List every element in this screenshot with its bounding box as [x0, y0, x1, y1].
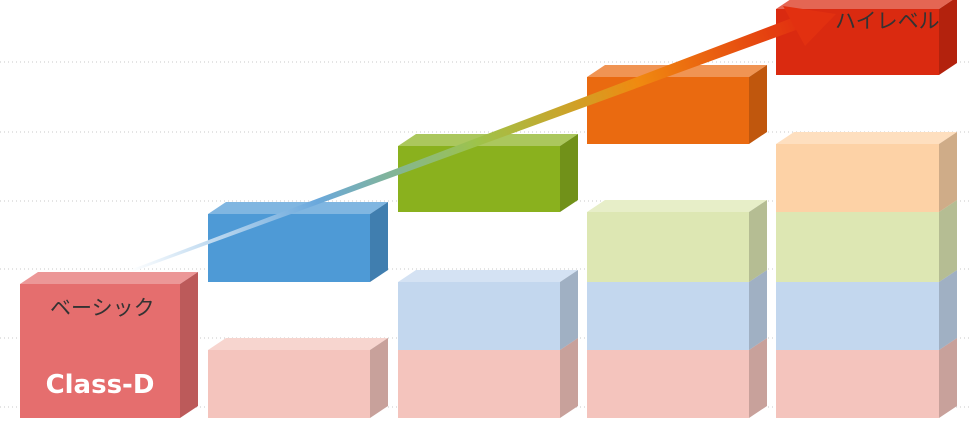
class-c-block-front-face	[208, 214, 370, 282]
class-c-tier-block-top-face	[208, 338, 388, 350]
class-b-tier-block-side-face	[560, 270, 578, 350]
high-level-label: ハイレベル	[835, 9, 940, 33]
growth-arrow-head	[783, 6, 836, 46]
growth-arrow-shaft	[130, 18, 796, 272]
class-c-block-side-face	[370, 202, 388, 282]
block-stacks	[20, 0, 957, 418]
class-s-tier-block	[776, 200, 957, 282]
class-s-tier-block-side-face	[939, 338, 957, 418]
class-c-tier-block-front-face	[208, 350, 370, 418]
class-s-tier-block-side-face	[939, 132, 957, 212]
class-c-tier-block-side-face	[370, 338, 388, 418]
class-s-tier-block-side-face	[939, 270, 957, 350]
class-a-tier-block-front-face	[587, 282, 749, 350]
class-s-tier-block-front-face	[776, 212, 939, 282]
class-b-label: Class-B	[425, 233, 533, 263]
class-d-block-top-face	[20, 272, 198, 284]
class-b-tier-block-front-face	[398, 282, 560, 350]
class-d-block	[20, 272, 198, 418]
class-a-tier-block	[587, 200, 767, 282]
class-a-tier-block-side-face	[749, 200, 767, 282]
class-a-block	[587, 65, 767, 144]
growth-arrow	[130, 6, 836, 272]
class-s-tier-block-front-face	[776, 282, 939, 350]
class-a-tier-block-front-face	[587, 350, 749, 418]
class-a-tier-block-top-face	[587, 200, 767, 212]
class-a-tier-block-front-face	[587, 212, 749, 282]
class-b-block-side-face	[560, 134, 578, 212]
class-s-tier-block-side-face	[939, 200, 957, 282]
class-b-tier-block	[398, 270, 578, 350]
class-a-tier-block-side-face	[749, 338, 767, 418]
class-s-tier-block	[776, 132, 957, 212]
class-s-block-side-face	[939, 0, 957, 75]
class-b-tier-block-front-face	[398, 350, 560, 418]
class-b-tier-block-side-face	[560, 338, 578, 418]
class-d-label: Class-D	[45, 370, 155, 400]
class-a-label: Class-A	[614, 165, 722, 195]
class-a-tier-block-side-face	[749, 270, 767, 350]
basic-label: ベーシック	[50, 296, 155, 320]
class-c-block	[208, 202, 388, 282]
class-d-block-front-face	[20, 284, 180, 418]
class-s-tier-block-front-face	[776, 350, 939, 418]
class-a-block-side-face	[749, 65, 767, 144]
class-s-block-top-face	[776, 0, 953, 9]
class-s-tier-block-top-face	[776, 132, 957, 144]
class-b-block	[398, 134, 578, 212]
class-b-block-front-face	[398, 146, 560, 212]
class-s-label: Class-S	[804, 95, 911, 125]
class-c-label: Class-C	[235, 303, 343, 333]
class-c-tier-block	[208, 338, 388, 418]
class-d-block-side-face	[180, 272, 198, 418]
class-s-tier-block-front-face	[776, 144, 939, 212]
class-b-tier-block-top-face	[398, 270, 578, 282]
